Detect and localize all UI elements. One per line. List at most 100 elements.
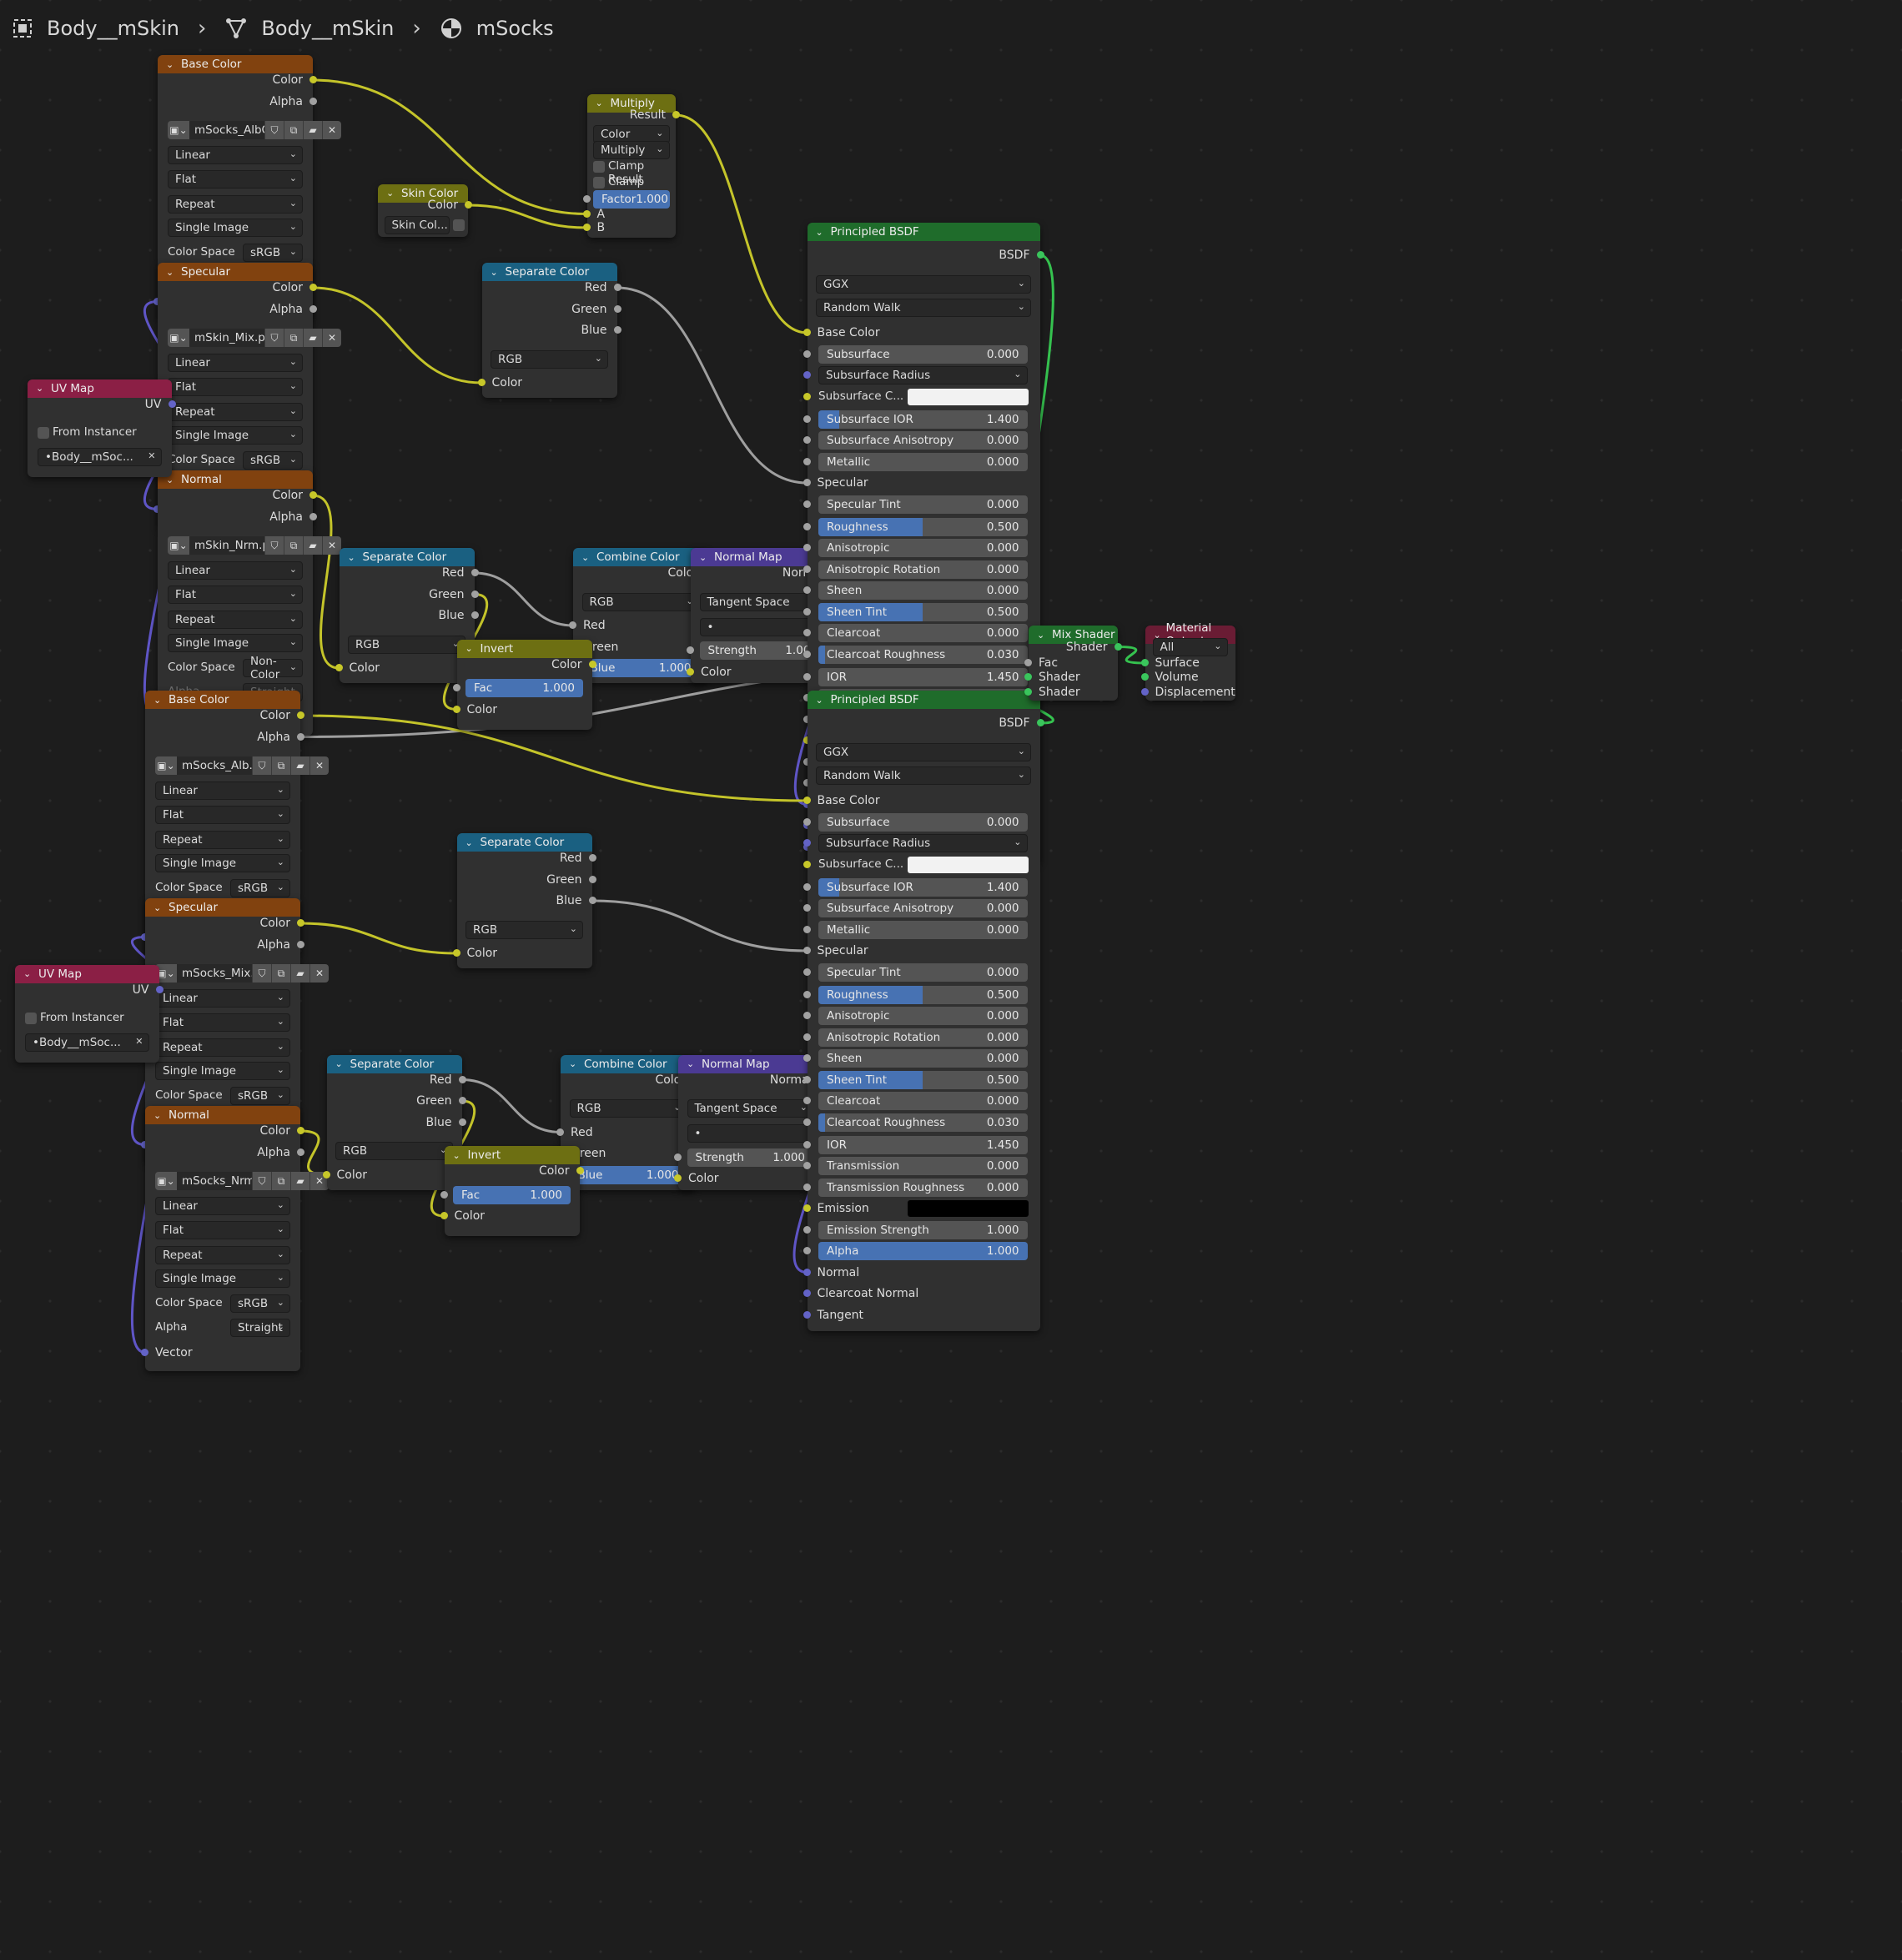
socket-green[interactable] xyxy=(588,875,596,883)
image-name[interactable]: mSkin_Nrm.png.... xyxy=(189,536,264,555)
socket[interactable] xyxy=(803,1033,811,1041)
bottom-uv-map-header[interactable]: ⌄UV Map xyxy=(15,964,159,983)
socket[interactable] xyxy=(803,349,811,358)
breadcrumb-object[interactable]: Body__mSkin xyxy=(12,17,179,40)
socket-alpha[interactable] xyxy=(309,304,317,313)
socket-color[interactable] xyxy=(297,1127,304,1134)
socket-color[interactable] xyxy=(452,705,460,713)
image-browse-icon[interactable]: ▣⌄ xyxy=(155,964,177,983)
duplicate-icon[interactable]: ⧉ xyxy=(284,121,303,139)
socket-alpha[interactable] xyxy=(297,732,304,741)
socket-result[interactable] xyxy=(672,111,680,118)
close-icon[interactable]: ✕ xyxy=(135,1035,143,1047)
chevron-down-icon[interactable]: ⌄ xyxy=(815,694,823,706)
skin-color-group-header[interactable]: ⌄Skin Color xyxy=(378,183,468,203)
socket-base[interactable] xyxy=(803,797,811,804)
source-dropdown[interactable]: Single Image⌄ xyxy=(168,634,303,652)
socket-specular[interactable] xyxy=(803,479,811,486)
socket-strength[interactable] xyxy=(687,646,694,654)
socket[interactable] xyxy=(803,1225,811,1234)
fake-user-icon[interactable] xyxy=(453,219,465,231)
socket-fac[interactable] xyxy=(452,684,460,691)
interpolation-dropdown[interactable]: Linear⌄ xyxy=(155,1197,290,1215)
socket[interactable] xyxy=(803,715,811,723)
group-selector[interactable]: Skin Col... xyxy=(384,216,450,234)
chevron-down-icon[interactable]: ⌄ xyxy=(815,226,823,238)
socket[interactable] xyxy=(803,925,811,933)
mode-dropdown[interactable]: RGB⌄ xyxy=(348,635,465,654)
close-icon[interactable]: ✕ xyxy=(322,536,341,555)
socket[interactable] xyxy=(803,1097,811,1104)
bottom-normal-map-header[interactable]: ⌄Normal Map xyxy=(678,1054,823,1073)
mode-dropdown[interactable]: RGB⌄ xyxy=(569,1099,687,1118)
socket-alpha[interactable] xyxy=(309,97,317,105)
subsurface-radius-dropdown[interactable]: Subsurface Radius⌄ xyxy=(818,366,1028,384)
socket-base[interactable] xyxy=(803,329,811,336)
extension-dropdown[interactable]: Repeat⌄ xyxy=(168,402,303,421)
top-invert-header[interactable]: ⌄Invert xyxy=(456,639,592,658)
fake-user-icon[interactable]: ⛉ xyxy=(252,964,271,983)
socket[interactable] xyxy=(803,672,811,681)
bottom-separate-color-spec-header[interactable]: ⌄Separate Color xyxy=(456,833,592,852)
socket[interactable] xyxy=(803,650,811,658)
socket[interactable] xyxy=(803,1054,811,1062)
socket[interactable] xyxy=(803,1118,811,1126)
socket-red[interactable] xyxy=(470,569,479,576)
socket-vector[interactable] xyxy=(153,297,161,305)
from-instancer-checkbox[interactable] xyxy=(25,1013,37,1024)
mix-shader-node-header[interactable]: ⌄Mix Shader xyxy=(1029,626,1118,644)
socket-uv[interactable] xyxy=(168,400,176,408)
bottom-combine-color-header[interactable]: ⌄Combine Color xyxy=(561,1054,696,1073)
socket-emission[interactable] xyxy=(803,1204,811,1212)
socket[interactable] xyxy=(803,544,811,551)
render-target-dropdown[interactable]: All⌄ xyxy=(1152,637,1228,656)
socket-surface[interactable] xyxy=(1140,659,1149,666)
socket-normal[interactable] xyxy=(803,1268,811,1276)
socket-color[interactable] xyxy=(687,667,694,676)
socket[interactable] xyxy=(803,436,811,444)
chevron-down-icon[interactable]: ⌄ xyxy=(153,694,162,706)
projection-dropdown[interactable]: Flat⌄ xyxy=(155,1220,290,1239)
top-separate-color-normal-header[interactable]: ⌄Separate Color xyxy=(339,548,475,566)
socket-green[interactable] xyxy=(613,304,621,313)
clamp-result-checkbox[interactable] xyxy=(593,160,605,173)
socket-color[interactable] xyxy=(588,660,596,668)
chevron-down-icon[interactable]: ⌄ xyxy=(465,837,473,848)
socket-volume[interactable] xyxy=(1140,672,1149,681)
image-selector[interactable]: ▣⌄mSocks_Alb.png⛉⧉▰✕ xyxy=(155,756,329,775)
top-combine-color-header[interactable]: ⌄Combine Color xyxy=(573,548,708,566)
socket[interactable] xyxy=(803,757,811,766)
socket[interactable] xyxy=(803,694,811,701)
chevron-down-icon[interactable]: ⌄ xyxy=(699,551,707,563)
socket[interactable] xyxy=(803,1162,811,1169)
fake-user-icon[interactable]: ⛉ xyxy=(252,1172,271,1190)
socket[interactable] xyxy=(803,565,811,573)
image-name[interactable]: mSocks_Nrm.png xyxy=(177,1172,252,1190)
socket-color[interactable] xyxy=(452,949,460,957)
color-space-dropdown[interactable]: Non-Color⌄ xyxy=(243,655,303,681)
color-space-dropdown[interactable]: sRGB⌄ xyxy=(230,879,290,897)
projection-dropdown[interactable]: Flat⌄ xyxy=(155,805,290,824)
subsurface-color-swatch[interactable] xyxy=(907,856,1029,873)
data-type-dropdown[interactable]: Color⌄ xyxy=(593,124,670,143)
socket-fac[interactable] xyxy=(440,1190,448,1199)
socket-tangent[interactable] xyxy=(803,1310,811,1319)
chevron-down-icon[interactable]: ⌄ xyxy=(335,1058,343,1069)
open-folder-icon[interactable]: ▰ xyxy=(290,1172,309,1190)
